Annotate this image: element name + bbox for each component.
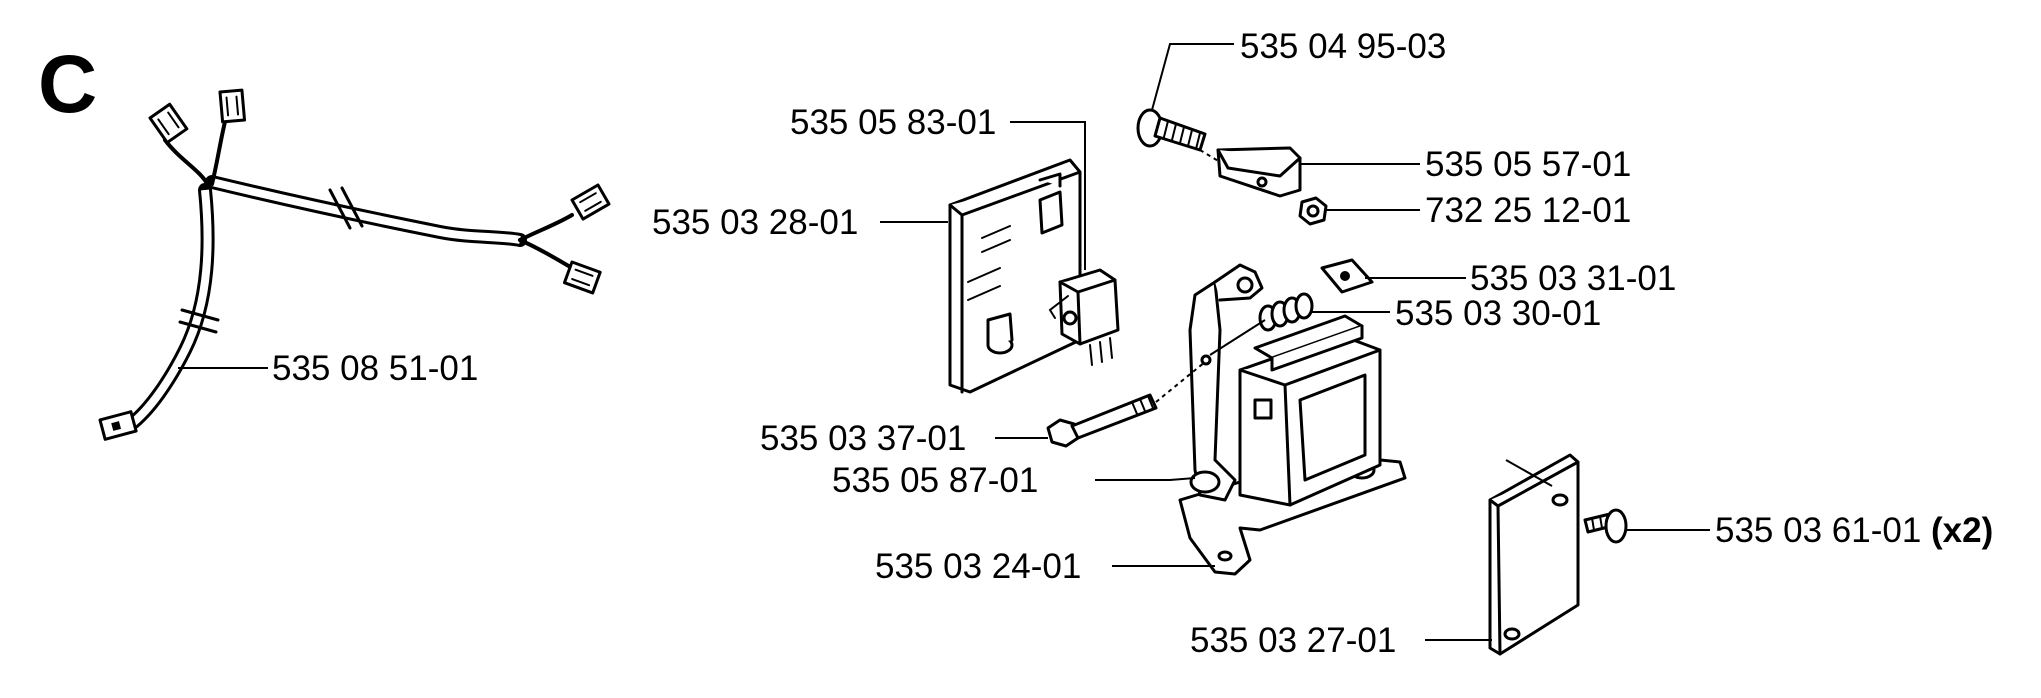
- label-535-03-61-01: 535 03 61-01 (x2): [1715, 511, 1993, 550]
- label-535-03-30-01: 535 03 30-01: [1395, 294, 1601, 333]
- cover-screw-drawing: [1583, 508, 1628, 544]
- label-535-08-51-01: 535 08 51-01: [272, 349, 478, 388]
- label-535-03-37-01: 535 03 37-01: [760, 419, 966, 458]
- microswitch-drawing: [1048, 268, 1120, 366]
- housing-frame-drawing: [1178, 263, 1407, 576]
- label-535-03-28-01: 535 03 28-01: [652, 203, 858, 242]
- switch-bracket-drawing: [948, 158, 1082, 394]
- screw-drawing: [1136, 108, 1207, 152]
- label-535-03-27-01: 535 03 27-01: [1190, 621, 1396, 660]
- leader-535-05-87-01: [1095, 477, 1196, 481]
- label-732-25-12-01: 732 25 12-01: [1425, 191, 1631, 230]
- label-535-04-95-03: 535 04 95-03: [1240, 27, 1446, 66]
- label-535-03-61-01-quantity: (x2): [1931, 511, 1993, 550]
- plate-drawing: [1320, 258, 1374, 294]
- leader-535-04-95-03: [1151, 43, 1234, 111]
- bolt-drawing: [1046, 393, 1158, 448]
- wire-harness-drawing: [98, 88, 611, 441]
- leader-535-05-83-01: [1010, 121, 1086, 270]
- clamp-bracket-drawing: [1216, 146, 1302, 198]
- nut-drawing: [1298, 196, 1328, 226]
- spring-drawing: [1258, 292, 1314, 332]
- label-535-05-87-01: 535 05 87-01: [832, 461, 1038, 500]
- label-535-03-61-01-number: 535 03 61-01: [1715, 511, 1921, 550]
- section-letter: C: [38, 39, 97, 130]
- cover-plate-drawing: [1488, 453, 1580, 656]
- label-535-05-57-01: 535 05 57-01: [1425, 145, 1631, 184]
- label-535-03-31-01: 535 03 31-01: [1470, 259, 1676, 298]
- label-535-03-24-01: 535 03 24-01: [875, 547, 1081, 586]
- label-535-05-83-01: 535 05 83-01: [790, 103, 996, 142]
